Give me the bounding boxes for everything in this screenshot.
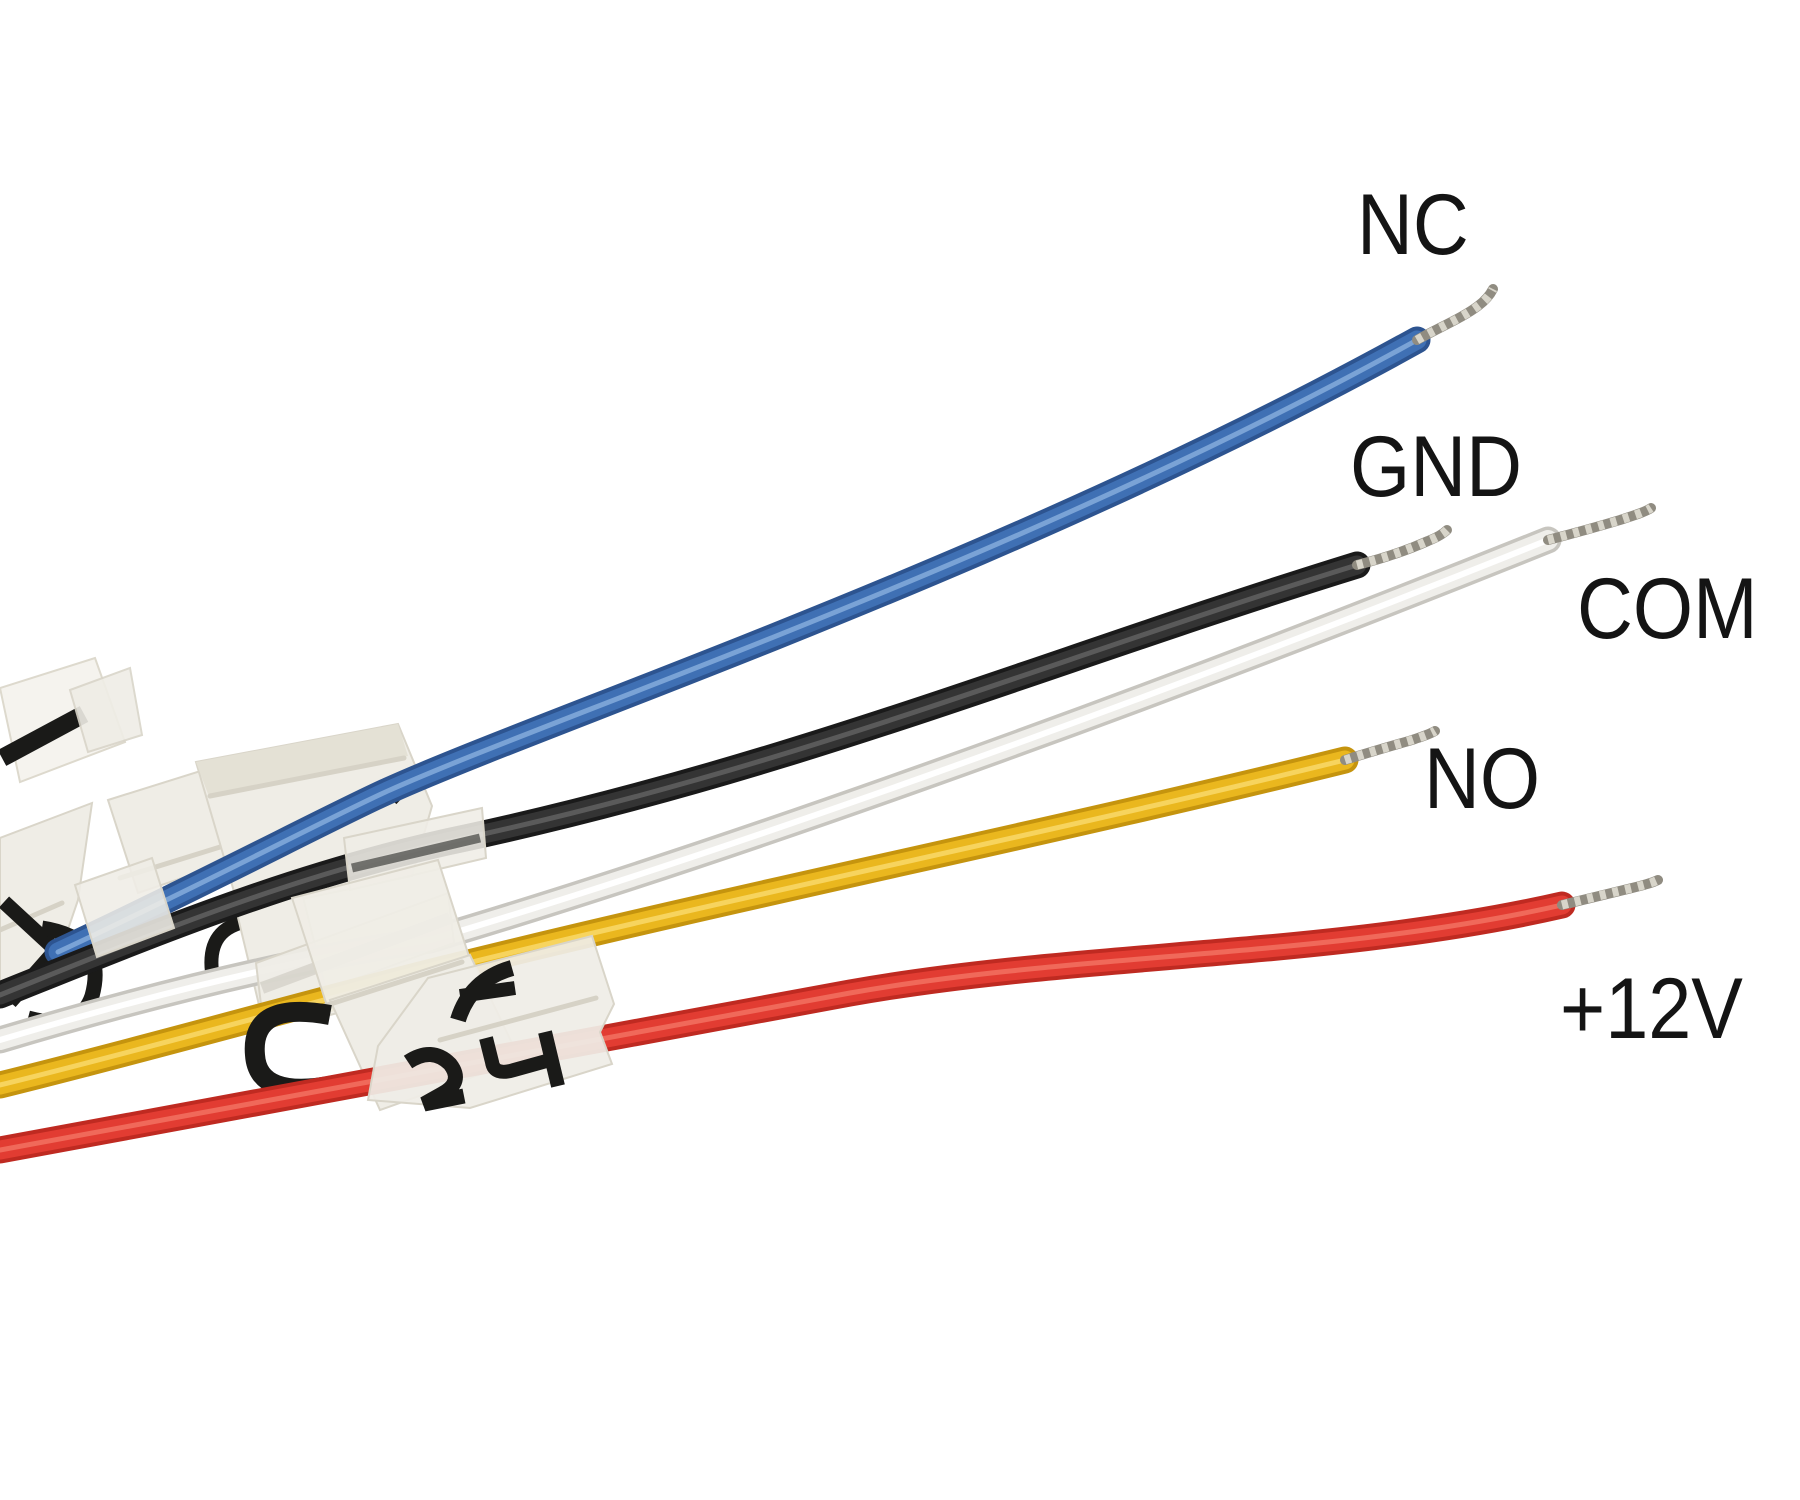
blue-wire [44, 326, 1431, 966]
wire-label-gnd: GND [1350, 419, 1522, 515]
tape-cluster-front [366, 934, 616, 1112]
white-wire-sheen [0, 537, 1551, 1043]
black-wire-strands [1352, 525, 1452, 570]
strand-twist [1355, 526, 1451, 570]
tape-crease [207, 755, 407, 799]
bare-strand-tips [1340, 284, 1663, 910]
white-wire-strands [1543, 503, 1656, 545]
tape-print-fragment [538, 1030, 565, 1088]
tape-crease [315, 959, 465, 1011]
wire-label-plus12v: +12V [1560, 961, 1743, 1057]
strand-twist [1414, 286, 1498, 344]
yellow-wire-strands [1340, 726, 1440, 765]
tape-fold [196, 724, 408, 794]
strand-twist [1560, 875, 1661, 910]
yellow-wire-sheen [0, 757, 1348, 1088]
tape-print-fragment [403, 1047, 466, 1112]
wire-label-nc: NC [1357, 177, 1469, 273]
red-wire [0, 891, 1576, 1164]
wire-label-no: NO [1424, 731, 1541, 827]
strand-twist [1343, 727, 1438, 765]
red-wire-sheen [0, 902, 1565, 1153]
white-wire [0, 526, 1562, 1054]
red-wire-strands [1557, 875, 1663, 910]
yellow-wire [0, 746, 1359, 1099]
tape-cluster-mid [73, 806, 488, 959]
tape-flag [68, 666, 144, 754]
tape-print-fragment [0, 706, 89, 766]
strand-twist [1546, 504, 1654, 545]
blue-wire-sheen [55, 337, 1420, 955]
tape-sleeve-black-shadow [350, 833, 482, 873]
tape-crease [0, 900, 65, 933]
wire-label-com: COM [1577, 561, 1758, 657]
blue-wire-strands [1412, 284, 1498, 345]
tape-crease [437, 995, 599, 1043]
tape-print-fragment [479, 1036, 552, 1079]
tape-over-blue [73, 856, 176, 959]
tape-print-fragment [458, 981, 517, 1003]
